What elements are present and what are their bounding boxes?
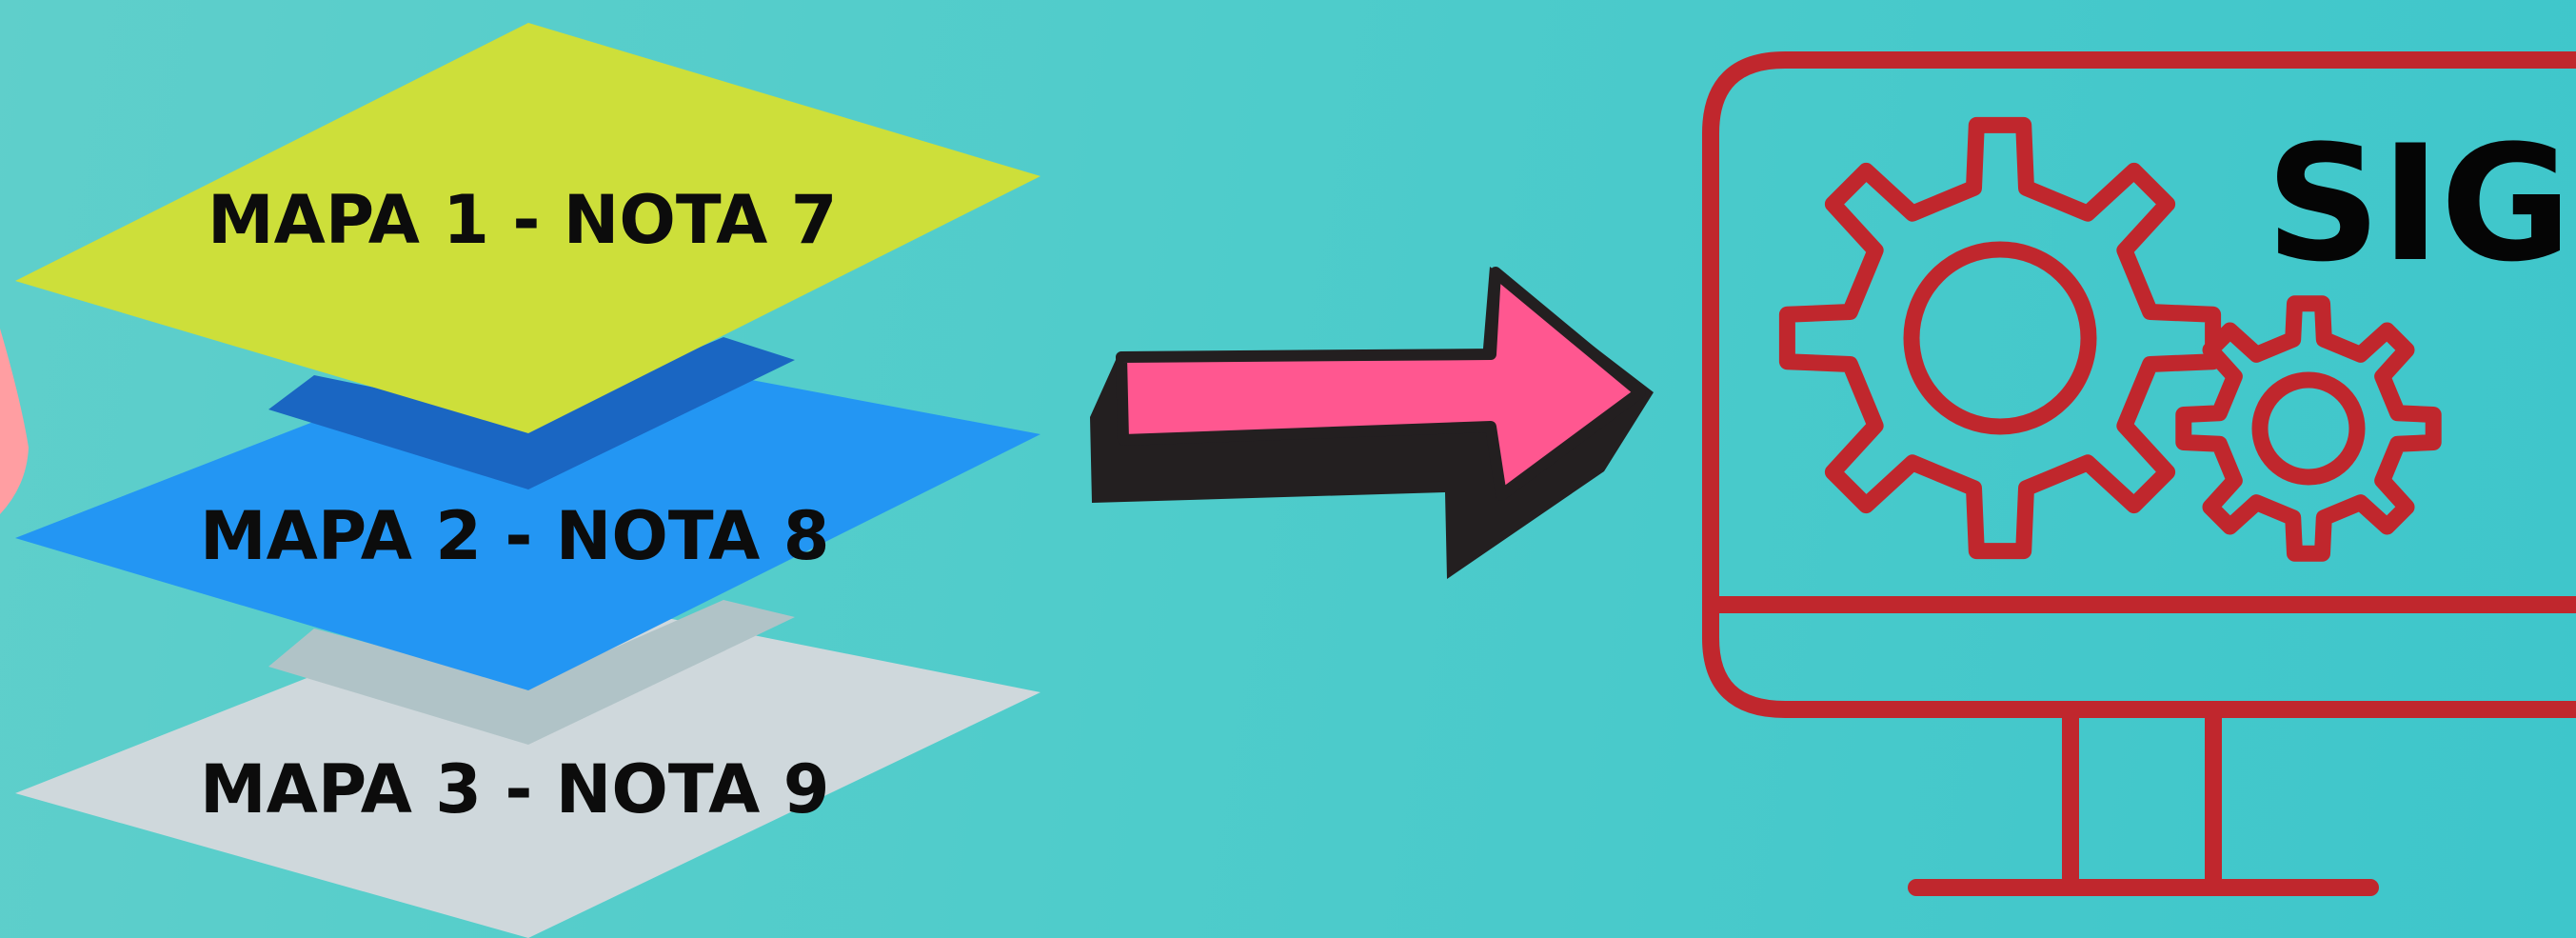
small-gear-teeth bbox=[2175, 295, 2442, 562]
layer-2-plane bbox=[15, 338, 1040, 690]
edge-accent-shape bbox=[0, 329, 29, 514]
layer-2-shadow bbox=[268, 600, 795, 745]
small-gear-hole bbox=[2251, 371, 2366, 486]
layer-2-label: MAPA 2 - NOTA 8 bbox=[200, 497, 829, 575]
large-gear-teeth bbox=[1778, 116, 2222, 560]
arrow-body bbox=[1116, 267, 1646, 501]
large-gear-hole bbox=[1903, 241, 2097, 435]
small-gear-icon bbox=[2175, 295, 2442, 562]
layer-1-shadow bbox=[268, 337, 795, 489]
monitor-icon bbox=[1702, 51, 2576, 896]
layer-1: MAPA 1 - NOTA 7 bbox=[15, 23, 1040, 433]
layer-2: MAPA 2 - NOTA 8 bbox=[15, 338, 1040, 690]
sig-label: SIG bbox=[2266, 110, 2571, 297]
large-gear-icon bbox=[1778, 116, 2222, 560]
layer-3-plane bbox=[15, 590, 1040, 938]
layer-1-plane bbox=[15, 23, 1040, 433]
arrow-right-icon bbox=[1090, 267, 1654, 579]
layer-3-label: MAPA 3 - NOTA 9 bbox=[200, 750, 829, 828]
layer-1-label: MAPA 1 - NOTA 7 bbox=[208, 181, 837, 259]
layer-3: MAPA 3 - NOTA 9 bbox=[15, 590, 1040, 938]
